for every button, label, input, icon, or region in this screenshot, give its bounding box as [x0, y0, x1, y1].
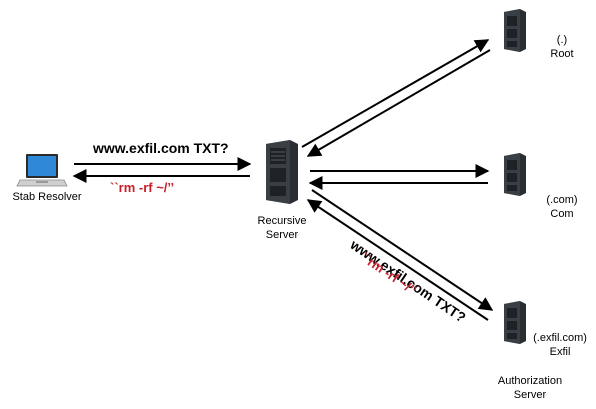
exfil-name-label: Exfil	[549, 346, 571, 358]
recursive-server-label: Recursive Server	[237, 214, 327, 242]
stub-response-label: ``rm -rf ~/’’	[110, 180, 175, 195]
exfil-server-label: (.exfil.com) Exfil	[524, 331, 596, 359]
arrow-root-to-recursive	[306, 49, 491, 157]
authorization-server-label: Authorization Server	[480, 374, 580, 402]
exfil-zone-label: (.exfil.com)	[533, 332, 587, 344]
com-server-label: (.com) Com	[532, 193, 592, 221]
root-server-label: (.) Root	[532, 33, 592, 61]
arrow-recursive-to-root	[301, 39, 490, 148]
com-server-icon	[504, 153, 526, 196]
recursive-server-icon	[266, 140, 298, 204]
com-zone-label: (.com)	[546, 194, 578, 206]
root-zone-label: (.)	[556, 34, 568, 46]
com-name-label: Com	[550, 208, 574, 220]
recursive-server-label-line2: Server	[265, 229, 299, 241]
root-server-icon	[504, 9, 526, 52]
stub-query-label: www.exfil.com TXT?	[93, 140, 229, 156]
arrow-recursive-to-exfil	[311, 189, 494, 311]
exfil-server-icon	[504, 301, 526, 344]
laptop-icon	[16, 154, 68, 187]
root-name-label: Root	[550, 48, 574, 60]
authorization-server-line1: Authorization	[497, 375, 563, 387]
authorization-server-line2: Server	[513, 389, 547, 401]
stub-resolver-label: Stab Resolver	[12, 191, 82, 203]
arrow-exfil-to-recursive	[306, 199, 489, 321]
recursive-server-label-line1: Recursive	[257, 215, 307, 227]
